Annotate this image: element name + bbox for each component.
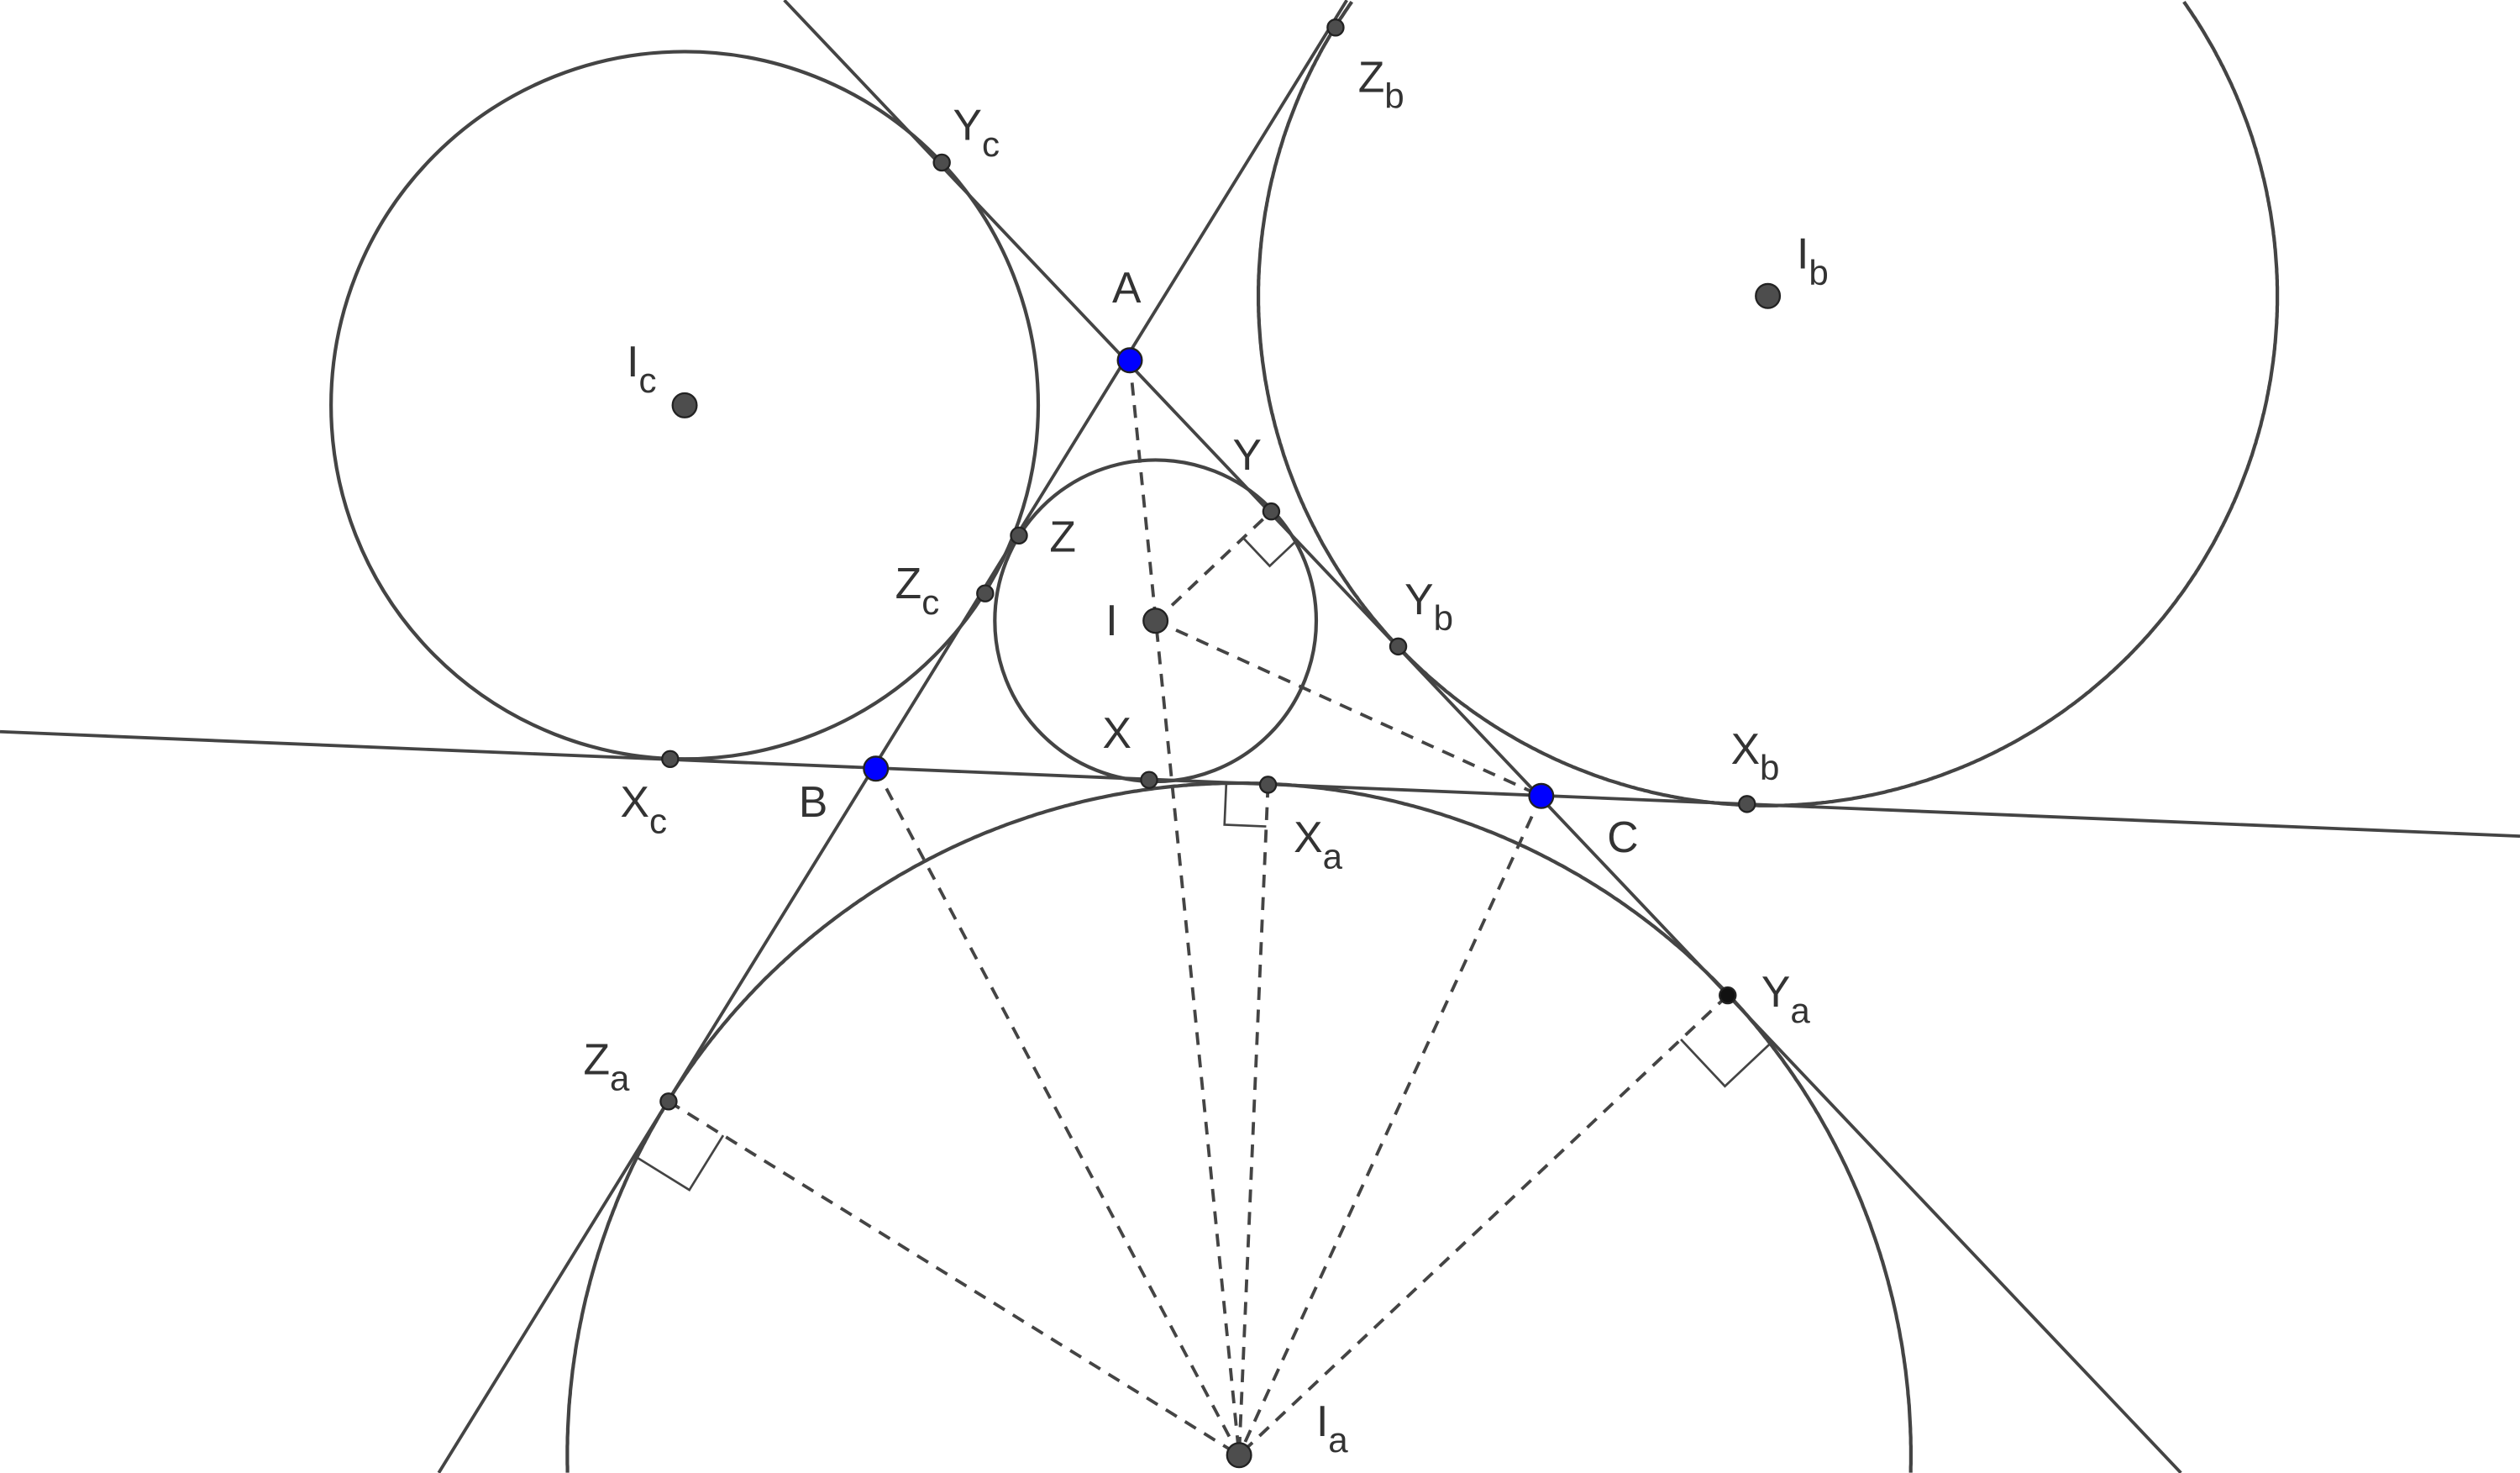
label-subscript: c <box>921 582 939 622</box>
right-angle-marker-Ya <box>1680 1039 1773 1088</box>
line-ac <box>783 0 2182 1473</box>
point-Z[interactable] <box>1010 526 1028 545</box>
label-B: B <box>799 777 827 826</box>
label-X: X <box>1102 708 1131 757</box>
right-angle-marker-Y <box>1242 537 1299 568</box>
label-main: Z <box>895 559 922 608</box>
label-subscript: a <box>610 1058 630 1097</box>
dashed-segment-Ya-Ia <box>1237 994 1730 1457</box>
label-subscript: b <box>1760 748 1779 787</box>
label-Xa: Xa <box>1294 813 1342 876</box>
label-I: I <box>1105 596 1117 644</box>
point-Ib[interactable] <box>1755 282 1782 309</box>
label-subscript: a <box>1790 991 1810 1030</box>
label-Xc: Xc <box>621 777 668 840</box>
label-main: I <box>1797 229 1809 278</box>
label-subscript: a <box>1323 836 1343 876</box>
dashed-segment-Xa-Ia <box>1237 784 1270 1455</box>
point-Ic[interactable] <box>671 392 698 418</box>
label-main: Z <box>1049 512 1076 560</box>
point-I[interactable] <box>1142 608 1169 634</box>
label-main: I <box>1105 596 1117 644</box>
label-Xb: Xb <box>1731 724 1780 787</box>
point-Xc[interactable] <box>661 750 680 768</box>
label-main: C <box>1607 813 1638 861</box>
point-B[interactable] <box>863 755 890 782</box>
dashed-segment-C-Ia <box>1237 795 1543 1456</box>
label-Ya: Ya <box>1761 967 1810 1030</box>
line-ab <box>437 0 1348 1473</box>
label-main: Z <box>1358 52 1385 101</box>
point-Yc[interactable] <box>932 153 951 172</box>
dashed-segment-Za-Ia <box>667 1100 1241 1457</box>
point-A[interactable] <box>1116 347 1143 374</box>
dashed-segment-I-Y <box>1154 510 1273 623</box>
dashed-segment-I-C <box>1154 619 1542 798</box>
label-main: I <box>627 337 638 386</box>
point-Zb[interactable] <box>1326 18 1345 37</box>
label-Yb: Yb <box>1404 575 1453 638</box>
label-main: Y <box>1404 575 1433 623</box>
point-C[interactable] <box>1528 782 1555 809</box>
label-Yc: Yc <box>953 101 1000 164</box>
label-Ib: Ib <box>1797 229 1829 292</box>
right-angle-marker-Za <box>633 1134 725 1192</box>
right-angle-marker-Xa <box>1223 782 1267 828</box>
label-main: A <box>1112 263 1142 312</box>
label-Za: Za <box>584 1034 631 1097</box>
excircle-b <box>1256 0 2280 808</box>
point-X[interactable] <box>1140 771 1158 789</box>
label-main: X <box>621 777 649 826</box>
label-subscript: c <box>649 801 667 840</box>
label-Zc: Zc <box>895 559 940 622</box>
label-subscript: b <box>1434 598 1453 638</box>
label-main: Z <box>584 1034 611 1083</box>
label-main: B <box>799 777 827 826</box>
point-Za[interactable] <box>659 1092 678 1111</box>
dashed-segment-A-Ia <box>1128 360 1242 1455</box>
label-Ia: Ia <box>1316 1397 1348 1460</box>
label-Y: Y <box>1232 430 1261 479</box>
point-Zc[interactable] <box>976 584 995 602</box>
excircle-c <box>329 50 1041 761</box>
label-Z: Z <box>1049 512 1076 560</box>
point-Ia[interactable] <box>1226 1442 1252 1469</box>
label-main: I <box>1316 1397 1328 1445</box>
label-Ic: Ic <box>627 337 656 400</box>
label-subscript: b <box>1809 253 1828 292</box>
point-Ya[interactable] <box>1719 986 1737 1005</box>
label-main: X <box>1731 724 1760 773</box>
label-main: Y <box>1232 430 1261 479</box>
label-A: A <box>1112 263 1142 312</box>
label-subscript: c <box>982 124 1000 164</box>
point-Xb[interactable] <box>1738 795 1756 813</box>
label-subscript: b <box>1384 76 1404 115</box>
label-main: Y <box>953 101 982 150</box>
label-Zb: Zb <box>1358 52 1404 115</box>
point-Yb[interactable] <box>1389 637 1408 656</box>
point-Xa[interactable] <box>1258 776 1278 794</box>
label-main: X <box>1294 813 1322 861</box>
point-Y[interactable] <box>1262 502 1281 521</box>
label-subscript: c <box>639 360 657 400</box>
excircle-a <box>565 781 1913 1473</box>
label-subscript: a <box>1328 1420 1348 1460</box>
label-C: C <box>1607 813 1638 861</box>
label-main: Y <box>1761 967 1790 1016</box>
label-main: X <box>1102 708 1131 757</box>
dashed-segment-B-Ia <box>874 767 1241 1456</box>
